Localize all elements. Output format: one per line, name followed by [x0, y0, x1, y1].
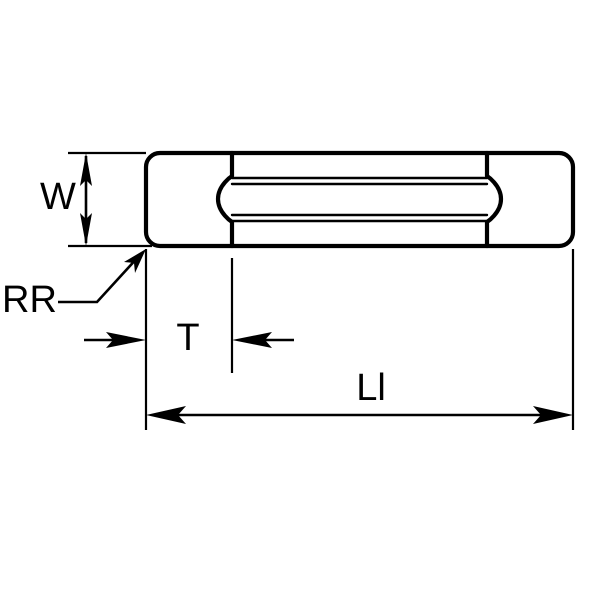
ll-arrow-head-left: [146, 406, 186, 424]
part-geometry: [143, 150, 576, 249]
w-arrow-head-up: [80, 153, 92, 186]
dimension-label-ll: Ll: [356, 367, 386, 409]
t-arrow-head-left: [232, 332, 272, 348]
dimension-width: W: [40, 151, 152, 248]
dimension-thickness: T: [84, 249, 294, 430]
w-arrow-head-down: [80, 213, 92, 246]
right-head-neck-profile: [484, 150, 504, 249]
rr-arrow-head: [124, 249, 146, 273]
dimension-cutting-length: Ll: [146, 249, 575, 430]
insert-outline: [143, 150, 576, 249]
rr-leader-line: [58, 255, 140, 304]
t-arrow-head-right: [106, 332, 146, 348]
dimension-label-w: W: [40, 176, 76, 218]
dimension-label-t: T: [176, 317, 199, 359]
left-head-neck-profile: [215, 150, 235, 249]
dimension-label-rr: RR: [2, 279, 57, 321]
dimension-corner-radius: RR: [2, 249, 146, 321]
ll-arrow-head-right: [533, 406, 573, 424]
